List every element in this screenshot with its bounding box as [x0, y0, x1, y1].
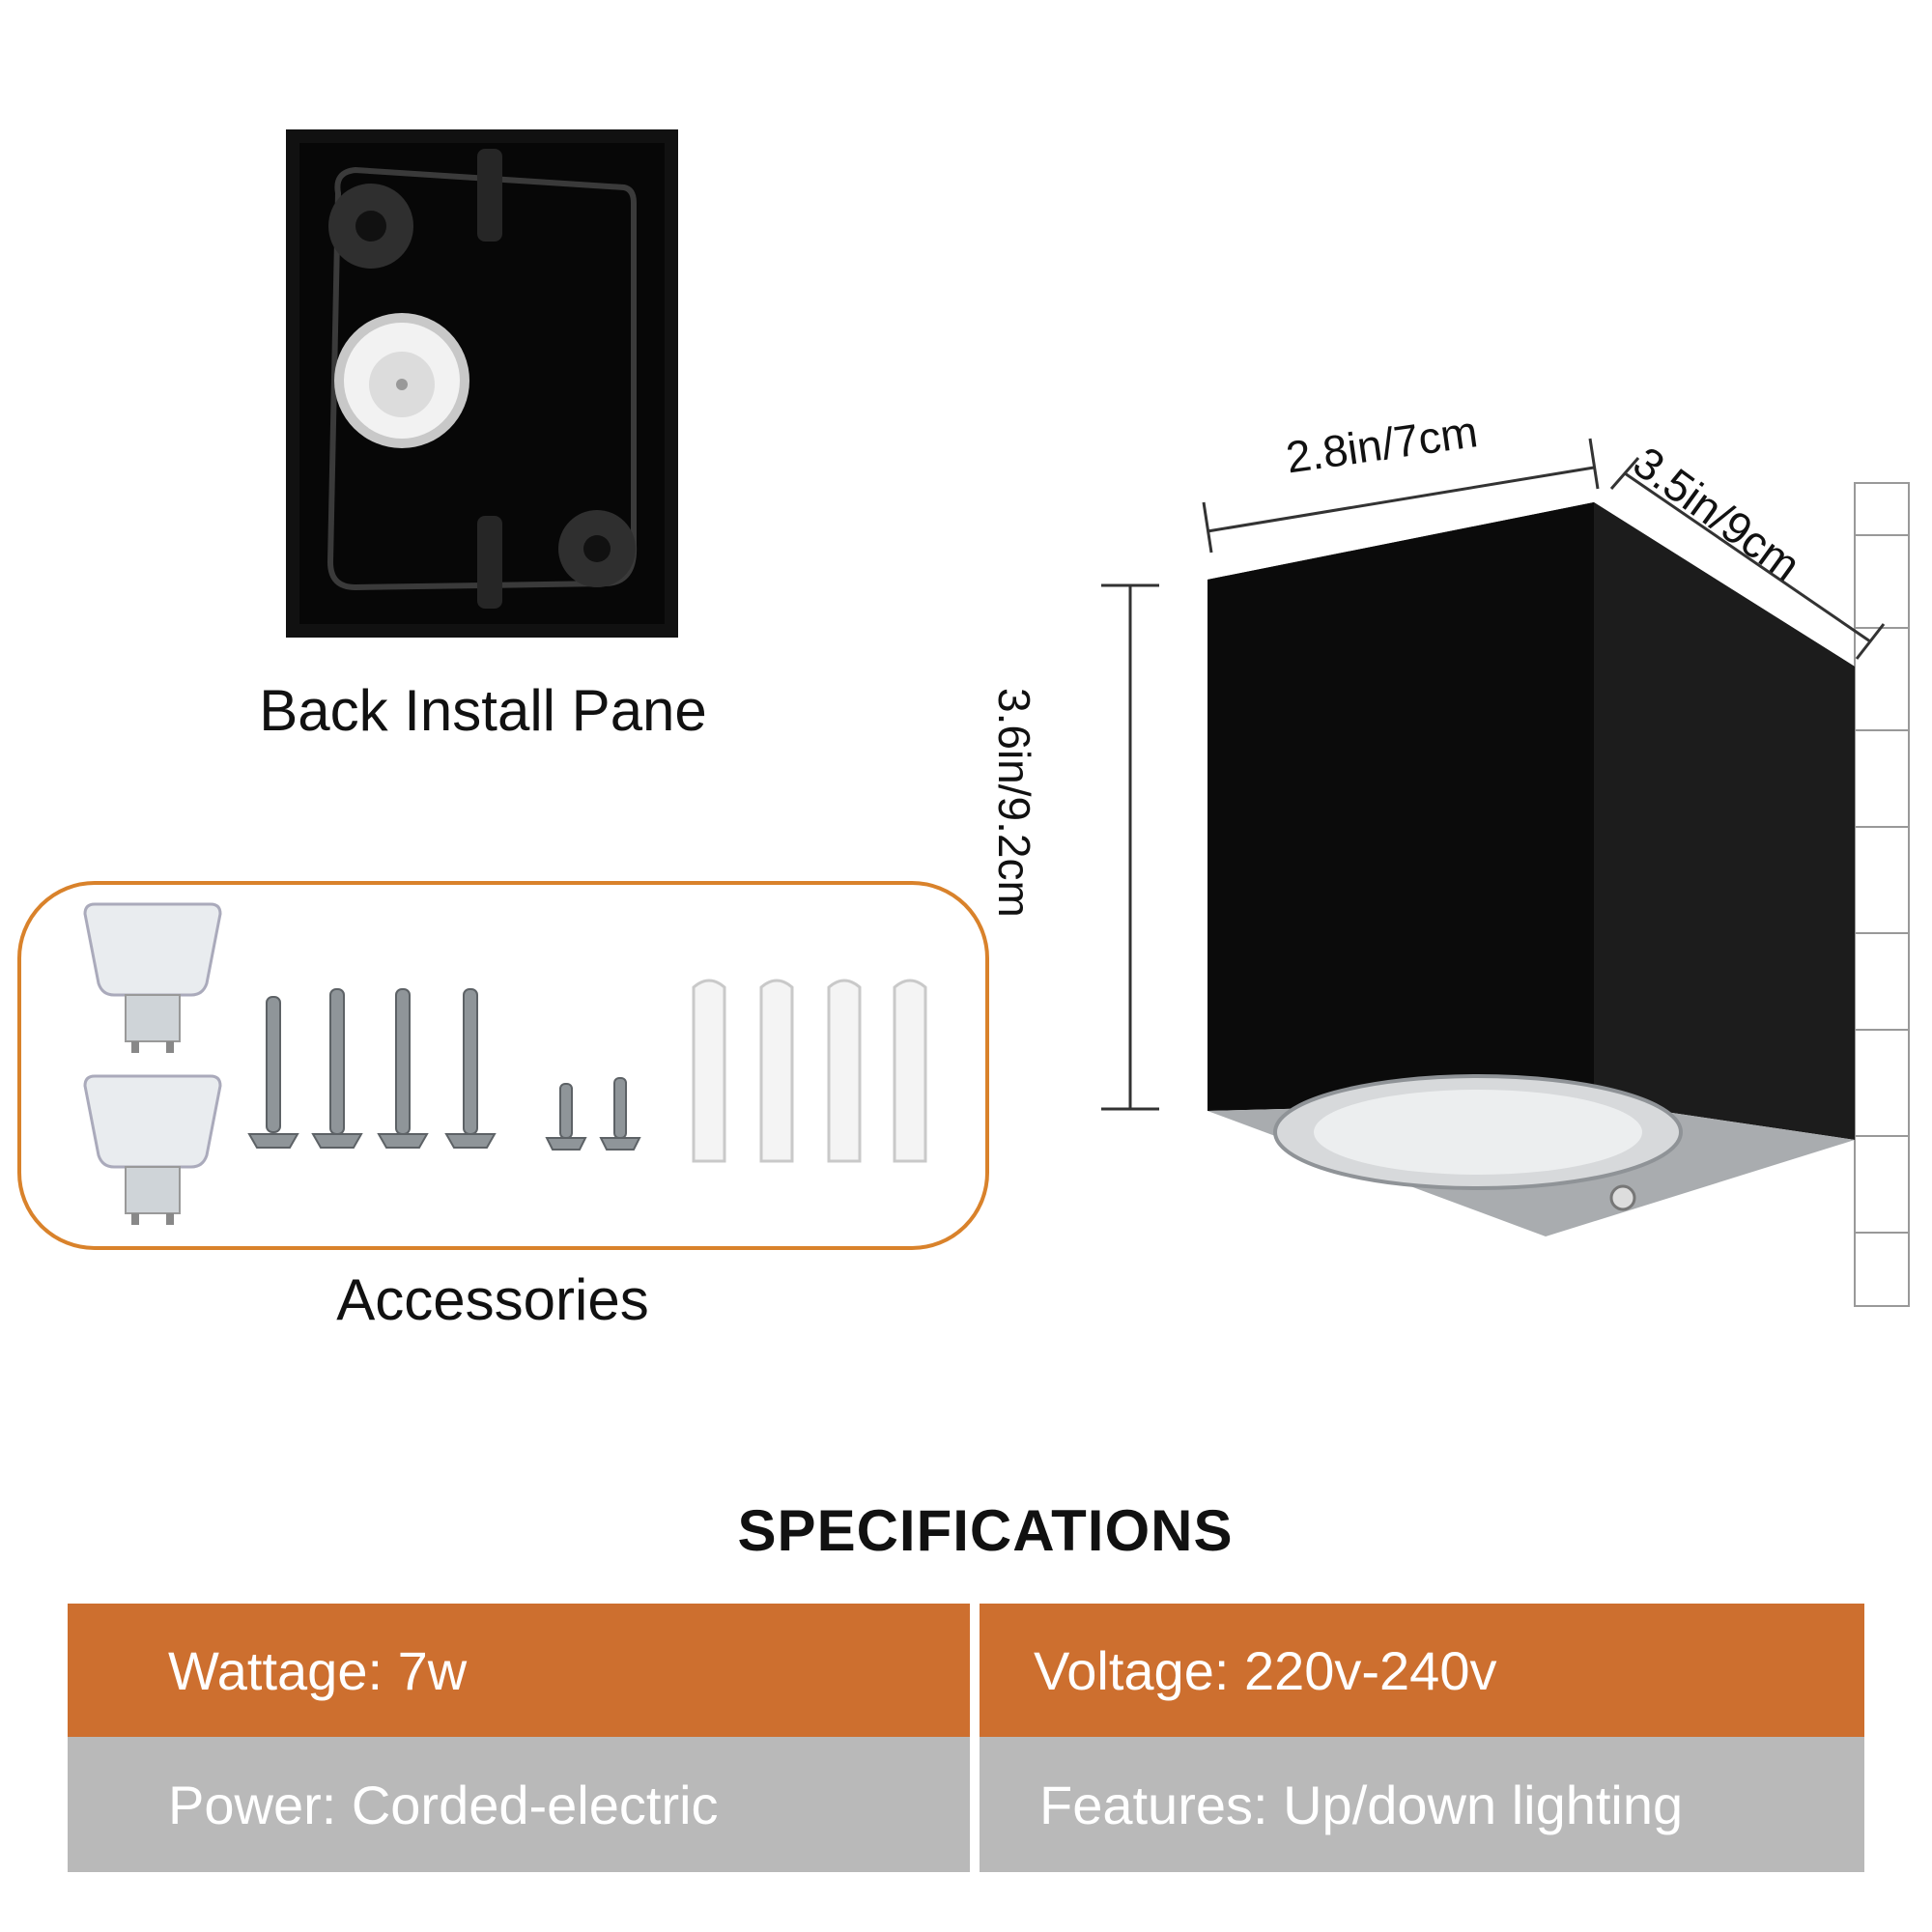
spec-voltage: Voltage: 220v-240v — [980, 1604, 1864, 1737]
wall-anchor-icon — [827, 979, 862, 1163]
wall-anchor-icon — [893, 979, 927, 1163]
spec-wattage: Wattage: 7w — [68, 1604, 970, 1737]
height-dimension-label: 3.6in/9.2cm — [989, 688, 1039, 918]
wall-icon — [1854, 482, 1910, 1307]
specifications-title: SPECIFICATIONS — [737, 1498, 1234, 1563]
spec-power: Power: Corded-electric — [68, 1737, 970, 1872]
bulb-icon — [83, 1074, 222, 1225]
wall-light-image — [1101, 438, 1910, 1307]
screw-icon — [311, 988, 363, 1149]
wall-anchor-icon — [692, 979, 726, 1163]
bulb-icon — [83, 902, 222, 1053]
accessories-caption: Accessories — [336, 1267, 649, 1332]
short-screw-icon — [545, 1083, 587, 1151]
width-dimension-line — [1202, 438, 1600, 554]
back-install-pane-image — [286, 129, 678, 638]
height-dimension-line — [1101, 583, 1159, 1111]
depth-dimension-line — [1609, 457, 1886, 660]
screw-icon — [444, 988, 497, 1149]
screw-icon — [247, 996, 299, 1149]
wall-anchor-icon — [759, 979, 794, 1163]
screw-icon — [377, 988, 429, 1149]
accessories-image — [83, 902, 927, 1225]
short-screw-icon — [599, 1077, 641, 1151]
spec-features: Features: Up/down lighting — [980, 1737, 1864, 1872]
back-install-pane-caption: Back Install Pane — [259, 678, 707, 743]
